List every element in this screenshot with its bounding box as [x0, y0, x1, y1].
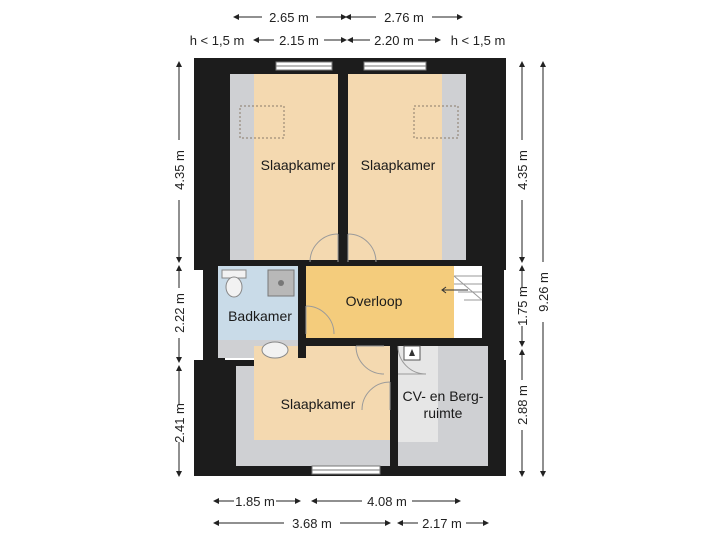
- room-label-bedroom-top-left: Slaapkamer: [261, 157, 336, 173]
- room-label-bathroom: Badkamer: [228, 308, 292, 324]
- wall-top-left-strip: [216, 74, 230, 262]
- floor-bedroom-top-right: [348, 74, 442, 262]
- room-label-bedroom-bottom: Slaapkamer: [281, 396, 356, 412]
- toilet-bowl: [225, 276, 243, 298]
- room-label-utility-line2: ruimte: [424, 405, 463, 421]
- dim-right-bottom: 2.88 m: [515, 385, 530, 425]
- wall-between-top-bedrooms: [338, 74, 348, 266]
- dim-top-right: 2.76 m: [384, 10, 424, 25]
- interior-walls: [208, 74, 504, 466]
- dim-right-mid: 1.75 m: [515, 286, 530, 326]
- outer-wall-mid-right: [480, 262, 504, 342]
- door-top-right-arc: [347, 233, 377, 263]
- wall-top-right-strip: [466, 74, 480, 262]
- wall-bathroom-right: [298, 266, 306, 358]
- floor-utility: [398, 346, 438, 442]
- wall-bottom-left-inner: [216, 360, 236, 466]
- low-ceiling-top-left: [230, 74, 254, 262]
- stairwell: [454, 266, 482, 338]
- dimension-labels: 2.65 m 2.76 m h < 1,5 m 2.15 m 2.20 m h …: [172, 10, 551, 531]
- door-bathroom-arc: [305, 305, 335, 335]
- dim-right-top: 4.35 m: [515, 150, 530, 190]
- windows: [275, 61, 427, 475]
- dim-right-total: 9.26 m: [536, 272, 551, 312]
- dim-top-low-left: h < 1,5 m: [190, 33, 245, 48]
- wall-landing-bottom: [298, 338, 490, 346]
- floor-landing: [306, 266, 454, 338]
- door-bottom-bedroom-arc: [355, 345, 385, 375]
- wall-bathroom-left: [208, 266, 218, 360]
- wall-utility-right: [488, 342, 504, 466]
- dim-left-bottom: 2.41 m: [172, 403, 187, 443]
- sink: [261, 341, 289, 359]
- dimension-lines: [176, 14, 546, 526]
- door-bedroom-bottom-inner-arc: [361, 381, 391, 411]
- dim-top-left: 2.65 m: [269, 10, 309, 25]
- dim-bottom2-left: 3.68 m: [292, 516, 332, 531]
- room-label-landing: Overloop: [346, 293, 403, 309]
- skylight-right: [413, 105, 459, 139]
- dim-left-mid: 2.22 m: [172, 293, 187, 333]
- dim-top-low-right: h < 1,5 m: [451, 33, 506, 48]
- low-ceiling-top-right: [442, 74, 466, 262]
- skylight-left: [239, 105, 285, 139]
- room-label-utility-line1: CV- en Berg-: [403, 388, 484, 404]
- room-label-bedroom-top-right: Slaapkamer: [361, 157, 436, 173]
- dim-bottom-right: 4.08 m: [367, 494, 407, 509]
- dim-top-mid-left: 2.15 m: [279, 33, 319, 48]
- doors: [305, 233, 427, 411]
- low-ceiling-bottom-strip: [236, 440, 390, 466]
- stairs: [441, 275, 483, 301]
- dim-bottom2-right: 2.17 m: [422, 516, 462, 531]
- door-top-left-arc: [309, 233, 339, 263]
- low-ceiling-utility: [438, 346, 488, 466]
- dim-bottom-left: 1.85 m: [235, 494, 275, 509]
- bathroom-fixtures: [221, 269, 295, 359]
- dim-top-mid-right: 2.20 m: [374, 33, 414, 48]
- boiler-icon: [403, 345, 421, 361]
- room-labels: Slaapkamer Slaapkamer Overloop Badkamer …: [228, 157, 484, 421]
- skylights: [239, 105, 459, 139]
- wall-bedroom-utility: [390, 346, 398, 466]
- floor-bedroom-bottom: [254, 346, 390, 440]
- wall-below-top-bedrooms: [208, 260, 482, 266]
- floor-bedroom-top-left: [254, 74, 338, 262]
- floor-utility-bottom: [398, 442, 438, 466]
- dim-left-top: 4.35 m: [172, 150, 187, 190]
